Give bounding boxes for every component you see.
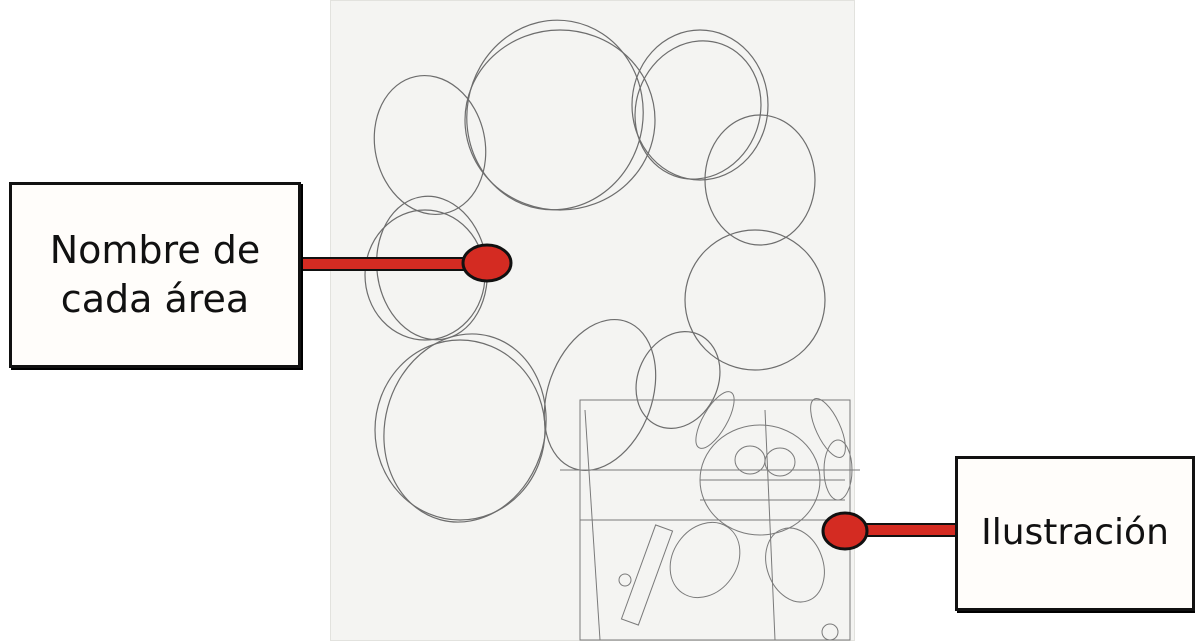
- area-circle: [363, 316, 567, 541]
- pointer-right: [823, 513, 957, 549]
- pointer-left: [301, 245, 511, 281]
- area-name-label: Nombre de cada área: [50, 226, 261, 325]
- area-circle: [616, 23, 780, 197]
- area-circle: [621, 318, 736, 442]
- area-circle: [705, 115, 815, 245]
- sketched-illustration: [560, 386, 860, 640]
- area-circle: [685, 230, 825, 370]
- sketched-area-circles: [362, 6, 825, 540]
- illustration-label-box: Ilustración: [955, 456, 1195, 611]
- area-circle: [375, 340, 545, 520]
- illustration-label: Ilustración: [981, 510, 1169, 557]
- area-circle: [452, 6, 658, 224]
- area-circle: [362, 65, 499, 225]
- area-name-label-box: Nombre de cada área: [9, 182, 301, 368]
- area-circle: [632, 30, 768, 180]
- area-circle: [524, 304, 675, 486]
